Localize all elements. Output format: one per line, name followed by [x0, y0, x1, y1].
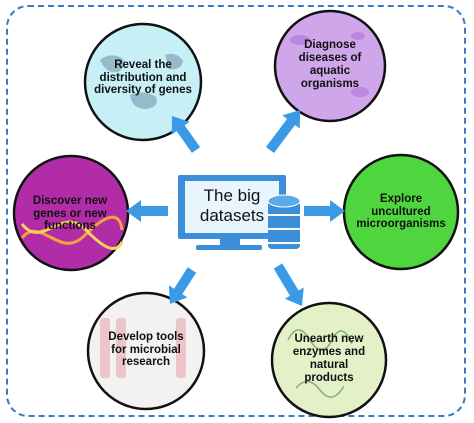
node-label-genes: Reveal the distribution and diversity of… — [94, 58, 192, 97]
node-circle-explore — [342, 153, 460, 271]
arrow-to-discover — [126, 200, 168, 222]
monitor-icon — [178, 175, 286, 250]
center-label: The big datasets — [186, 186, 278, 225]
arrow-to-develop — [168, 267, 197, 304]
dashed-border-frame — [6, 5, 466, 417]
node-label-develop: Develop tools for microbial research — [108, 330, 184, 369]
node-label-unearth: Unearth new enzymes and natural products — [292, 333, 366, 384]
node-circle-unearth — [270, 301, 388, 419]
arrow-to-genes — [171, 116, 201, 153]
arrow-to-diagnose — [266, 110, 300, 153]
dna-helix-texture — [20, 215, 124, 250]
node-circle-genes — [83, 22, 203, 142]
node-label-diagnose: Diagnose diseases of aquatic organisms — [298, 39, 362, 90]
center-label-line1: The big — [203, 186, 261, 205]
enzyme-texture — [287, 329, 353, 398]
arrows — [126, 110, 345, 306]
gel-texture — [100, 318, 186, 378]
node-label-discover: Discover new genes or new functions — [32, 194, 108, 233]
center-label-line2: datasets — [199, 205, 265, 225]
node-label-explore: Explore uncultured microorganisms — [356, 192, 446, 231]
world-map-texture — [100, 53, 183, 109]
arrow-to-explore — [304, 200, 345, 222]
microbe-texture — [290, 32, 369, 97]
database-icon — [267, 194, 301, 249]
arrow-to-unearth — [273, 263, 304, 306]
